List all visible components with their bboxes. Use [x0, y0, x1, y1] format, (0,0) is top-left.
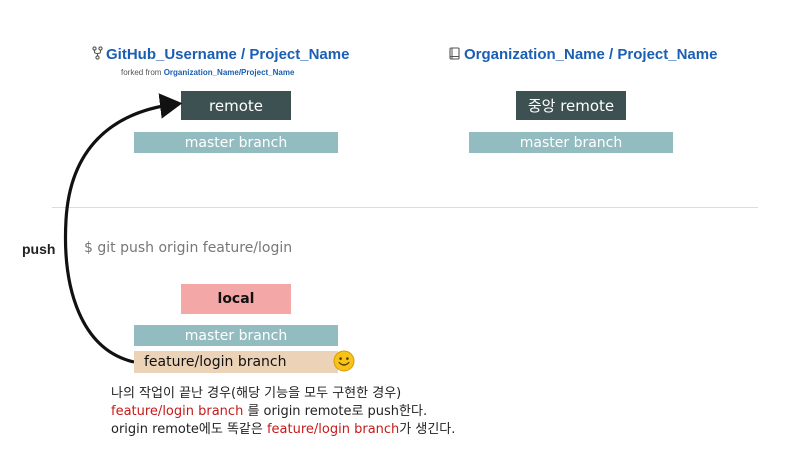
left-repo-title: GitHub_Username / Project_Name — [92, 46, 349, 63]
local-master-label: master branch — [184, 327, 288, 344]
left-repo-project[interactable]: Project_Name — [249, 46, 350, 63]
description-line-3: origin remote에도 똑같은 feature/login branch… — [111, 421, 455, 439]
central-remote-label: 중앙 remote — [527, 97, 615, 115]
description: 나의 작업이 끝난 경우(해당 기능을 모두 구현한 경우) feature/l… — [111, 385, 455, 439]
description-line-3-start: origin remote에도 똑같은 — [111, 422, 267, 437]
section-divider — [52, 207, 758, 208]
feature-login-branch-box: feature/login branch — [134, 351, 338, 373]
right-repo-title: Organization_Name / Project_Name — [449, 46, 717, 63]
local-label: local — [217, 291, 255, 307]
description-line-3-end: 가 생긴다. — [399, 422, 456, 437]
left-repo-separator: / — [241, 46, 246, 63]
right-repo-separator: / — [609, 46, 614, 63]
left-remote-label: remote — [209, 96, 263, 115]
forked-from-link[interactable]: Organization_Name/Project_Name — [163, 68, 295, 77]
right-master-label: master branch — [519, 134, 623, 151]
description-line-2: feature/login branch 를 origin remote로 pu… — [111, 403, 455, 421]
right-repo-project[interactable]: Project_Name — [617, 46, 718, 63]
push-label: push — [22, 241, 56, 257]
git-push-command: $ git push origin feature/login — [84, 240, 293, 256]
right-master-branch-box: master branch — [469, 132, 673, 153]
smiley-icon — [333, 350, 355, 372]
forked-from-note: forked from Organization_Name/Project_Na… — [121, 68, 294, 77]
left-master-label: master branch — [184, 134, 288, 151]
local-box: local — [181, 284, 291, 314]
central-remote-box: 중앙 remote — [516, 91, 626, 120]
description-line-3-highlight: feature/login branch — [266, 422, 400, 437]
left-master-branch-box: master branch — [134, 132, 338, 153]
feature-branch-label: feature/login branch — [144, 354, 287, 370]
right-repo-owner[interactable]: Organization_Name — [464, 46, 605, 63]
fork-icon — [92, 46, 103, 60]
left-remote-box: remote — [181, 91, 291, 120]
repo-icon — [449, 47, 460, 60]
description-line-1: 나의 작업이 끝난 경우(해당 기능을 모두 구현한 경우) — [111, 386, 402, 401]
description-line-2-highlight: feature/login branch — [111, 404, 244, 419]
description-line-2-rest: 를 origin remote로 push한다. — [243, 404, 428, 419]
left-repo-owner[interactable]: GitHub_Username — [106, 46, 237, 63]
forked-prefix: forked from — [121, 68, 162, 77]
local-master-branch-box: master branch — [134, 325, 338, 346]
